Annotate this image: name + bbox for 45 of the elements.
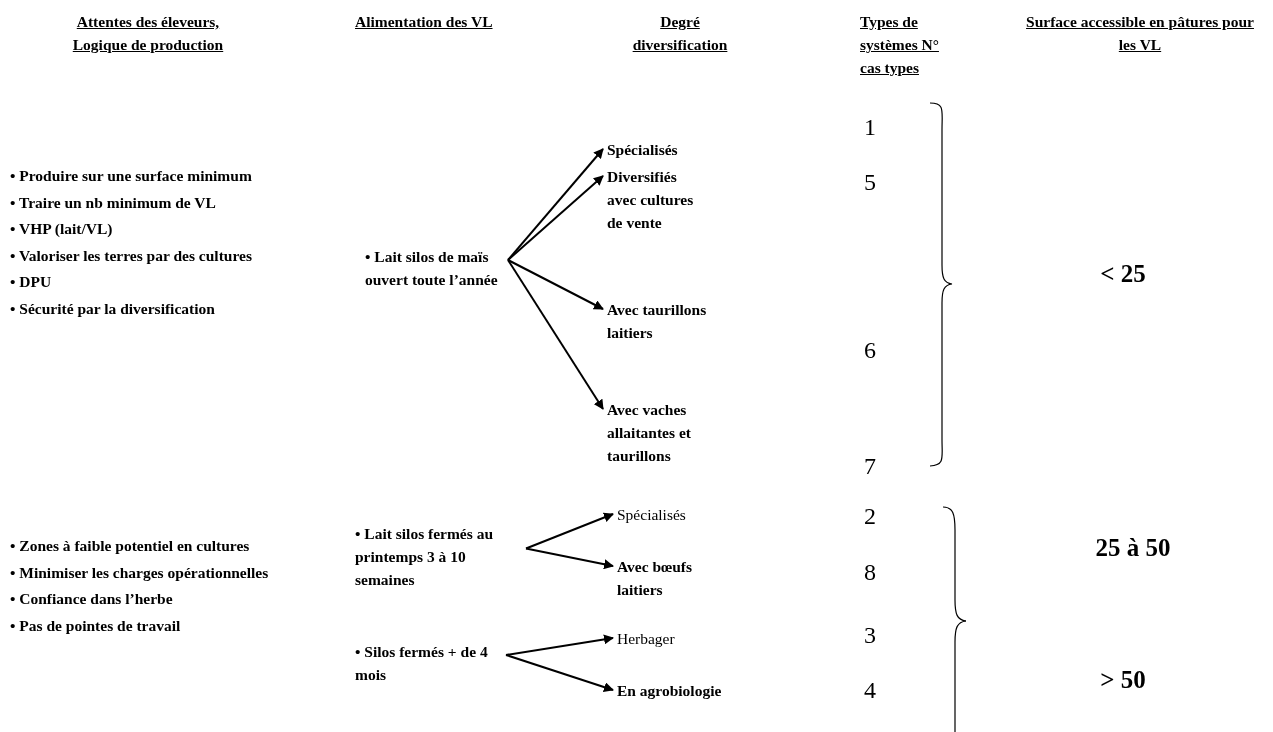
arrow [507, 175, 604, 261]
column-header: Surface accessible en pâtures pour les VL [1025, 12, 1255, 55]
node-text: Avec bœufs laitiers [617, 555, 727, 601]
node-text: Avec vaches allaitantes et taurillons [607, 398, 722, 467]
case-number: 1 [863, 113, 877, 141]
case-number: 6 [863, 336, 877, 364]
column-header: Attentes des éleveurs, Logique de production [71, 12, 225, 55]
bullet-item: • VHP (lait/VL) [10, 219, 114, 239]
node-text: • Lait silos de maïs ouvert toute l’année [365, 245, 507, 291]
case-number: 5 [863, 168, 877, 196]
node-text: Diversifiés avec cultures de vente [607, 165, 702, 234]
bullet-item: • Produire sur une surface minimum [10, 166, 253, 186]
node-text: Avec taurillons laitiers [607, 298, 737, 344]
node-text: En agrobiologie [617, 679, 757, 702]
node-text: Herbager [617, 627, 737, 650]
column-header: Degré diversification [631, 12, 729, 55]
case-number: 2 [863, 502, 877, 530]
bullet-item: • Pas de pointes de travail [10, 615, 182, 636]
bullet-item: • Zones à faible potentiel en cultures [10, 536, 251, 556]
area-range: < 25 [1099, 259, 1147, 289]
arrow [505, 634, 614, 656]
node-text: • Silos fermés + de 4 mois [355, 640, 505, 686]
bullet-item: • Minimiser les charges opérationnelles [10, 562, 270, 583]
arrow [525, 547, 614, 570]
node-text: Spécialisés [607, 138, 727, 161]
bullet-item: • Confiance dans l’herbe [10, 589, 174, 609]
arrow [507, 259, 604, 310]
bullet-item: • DPU [10, 272, 53, 292]
case-number: 4 [863, 676, 877, 704]
case-number: 3 [863, 621, 877, 649]
node-text: • Lait silos fermés au printemps 3 à 10 semaines [355, 522, 525, 591]
bullet-item: • Traire un nb minimum de VL [10, 192, 217, 213]
arrow [525, 512, 614, 550]
bullet-item: • Valoriser les terres par des cultures [10, 245, 253, 266]
case-number: 7 [863, 452, 877, 480]
area-range: > 50 [1099, 665, 1147, 695]
arrow [507, 148, 604, 261]
node-text: Spécialisés [617, 503, 737, 526]
area-range: 25 à 50 [1094, 533, 1172, 563]
bullet-item: • Sécurité par la diversification [10, 298, 216, 319]
arrow [505, 654, 614, 692]
column-header: Types de systèmes N° cas types [860, 12, 940, 78]
case-number: 8 [863, 558, 877, 586]
arrow [507, 259, 604, 410]
column-header: Alimentation des VL [355, 12, 494, 32]
